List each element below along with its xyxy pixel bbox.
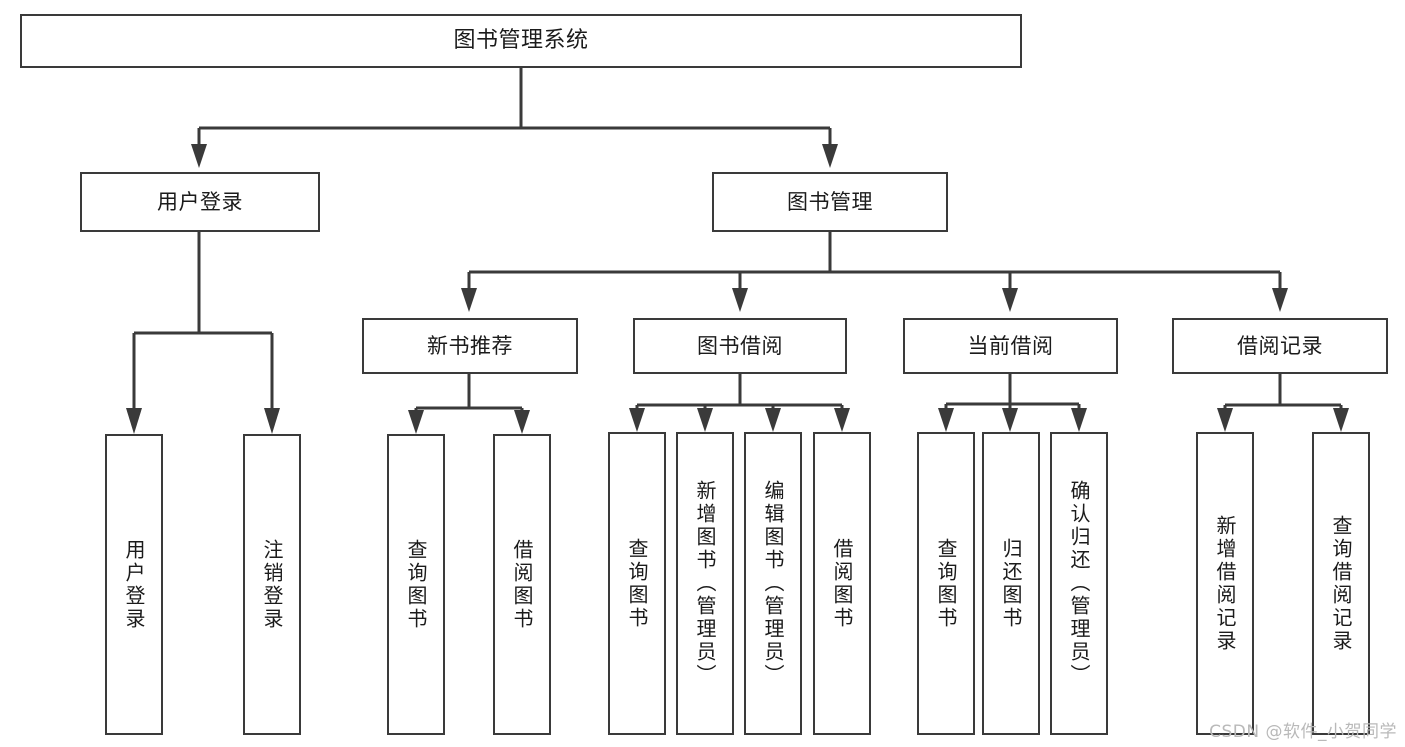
node-label: 新书推荐 bbox=[427, 333, 513, 358]
leaf-query-book-current[interactable]: 查询图书 bbox=[917, 432, 975, 735]
node-label: 注销登录 bbox=[260, 538, 284, 631]
leaf-logout[interactable]: 注销登录 bbox=[243, 434, 301, 735]
node-label: 编辑图书（管理员） bbox=[761, 480, 785, 687]
node-label: 查询图书 bbox=[934, 537, 958, 630]
leaf-borrow-book-recommend[interactable]: 借阅图书 bbox=[493, 434, 551, 735]
node-label: 借阅图书 bbox=[830, 537, 854, 630]
leaf-query-book-recommend[interactable]: 查询图书 bbox=[387, 434, 445, 735]
node-label: 确认归还（管理员） bbox=[1067, 480, 1091, 687]
node-book-borrow[interactable]: 图书借阅 bbox=[633, 318, 847, 374]
leaf-query-borrow-record[interactable]: 查询借阅记录 bbox=[1312, 432, 1370, 735]
node-new-book-recommend[interactable]: 新书推荐 bbox=[362, 318, 578, 374]
leaf-borrow-book[interactable]: 借阅图书 bbox=[813, 432, 871, 735]
node-label: 用户登录 bbox=[157, 189, 243, 214]
node-label: 新增图书（管理员） bbox=[693, 480, 717, 687]
node-label: 查询借阅记录 bbox=[1329, 514, 1353, 653]
node-label: 借阅记录 bbox=[1237, 333, 1323, 358]
leaf-user-login[interactable]: 用户登录 bbox=[105, 434, 163, 735]
leaf-add-borrow-record[interactable]: 新增借阅记录 bbox=[1196, 432, 1254, 735]
leaf-edit-book-admin[interactable]: 编辑图书（管理员） bbox=[744, 432, 802, 735]
watermark-text: CSDN @软件_小贺同学 bbox=[1209, 722, 1397, 742]
node-label: 图书借阅 bbox=[697, 333, 783, 358]
node-label: 归还图书 bbox=[999, 537, 1023, 630]
leaf-add-book-admin[interactable]: 新增图书（管理员） bbox=[676, 432, 734, 735]
leaf-confirm-return-admin[interactable]: 确认归还（管理员） bbox=[1050, 432, 1108, 735]
node-user-login[interactable]: 用户登录 bbox=[80, 172, 320, 232]
node-borrow-record[interactable]: 借阅记录 bbox=[1172, 318, 1388, 374]
node-book-management[interactable]: 图书管理 bbox=[712, 172, 948, 232]
node-label: 图书管理 bbox=[787, 189, 873, 214]
node-label: 新增借阅记录 bbox=[1213, 514, 1237, 653]
node-label: 查询图书 bbox=[404, 538, 428, 631]
leaf-query-book-borrow[interactable]: 查询图书 bbox=[608, 432, 666, 735]
node-label: 借阅图书 bbox=[510, 538, 534, 631]
node-label: 图书管理系统 bbox=[453, 28, 589, 54]
node-current-borrow[interactable]: 当前借阅 bbox=[903, 318, 1118, 374]
node-label: 查询图书 bbox=[625, 537, 649, 630]
node-label: 用户登录 bbox=[122, 538, 146, 631]
leaf-return-book[interactable]: 归还图书 bbox=[982, 432, 1040, 735]
node-root-system[interactable]: 图书管理系统 bbox=[20, 14, 1022, 68]
node-label: 当前借阅 bbox=[967, 333, 1054, 358]
